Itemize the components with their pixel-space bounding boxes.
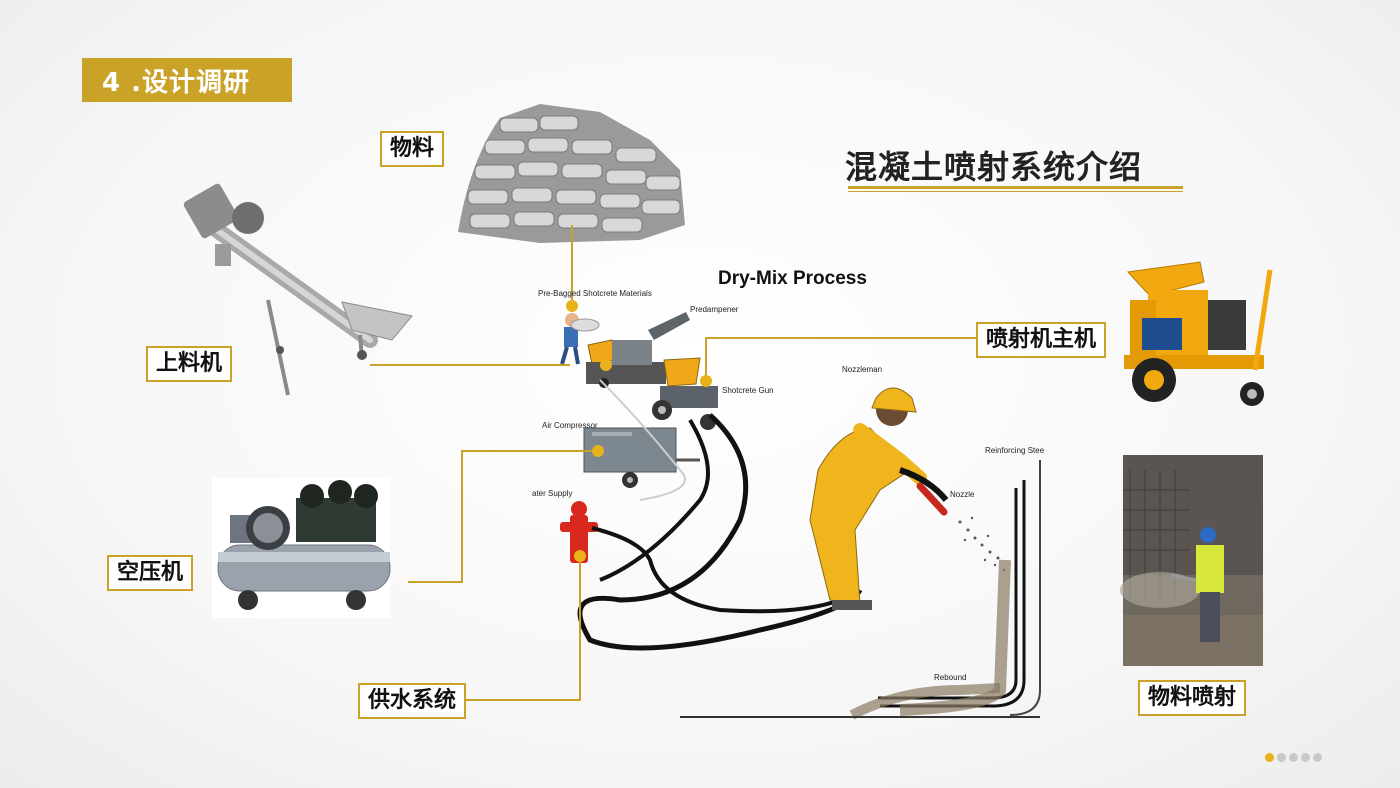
diagram-label-predampener: Predampener [690, 305, 739, 314]
spraying-photo [1120, 455, 1263, 666]
material-bags-image [458, 104, 685, 243]
label-water-supply: 供水系统 [358, 683, 467, 719]
diagram-label-nozzleman: Nozzleman [842, 365, 883, 374]
shotcrete-machine-image [1124, 261, 1273, 406]
air-compressor-image [212, 478, 391, 618]
section-tag: 4 .设计调研 [82, 58, 292, 102]
screw-feeder-image [183, 183, 413, 396]
diagram-label-reinforcing: Reinforcing Stee [985, 446, 1045, 455]
diagram-label-air-compressor: Air Compressor [542, 421, 598, 430]
diagram-label-rebound: Rebound [934, 673, 967, 682]
page-indicator [1265, 753, 1322, 762]
page-title: 混凝土喷射系统介绍 [845, 148, 1143, 186]
title-underline [848, 186, 1183, 189]
label-material-spray: 物料喷射 [1138, 680, 1247, 716]
label-materials: 物料 [380, 131, 445, 167]
connector-dots [566, 300, 712, 562]
dry-mix-process-illustration [560, 312, 1041, 720]
diagram-label-water-supply: ater Supply [532, 489, 573, 498]
title-underline-thin [848, 191, 1183, 192]
diagram-label-shotcrete-gun: Shotcrete Gun [722, 386, 774, 395]
page-dot-active[interactable] [1265, 753, 1274, 762]
page-dot[interactable] [1289, 753, 1298, 762]
diagram-label-nozzle: Nozzle [950, 490, 975, 499]
label-air-compressor: 空压机 [107, 555, 194, 591]
process-title: Dry-Mix Process [718, 268, 867, 289]
page-dot[interactable] [1313, 753, 1322, 762]
label-sprayer-main: 喷射机主机 [976, 322, 1107, 358]
diagram-label-pre-bagged: Pre-Bagged Shotcrete Materials [538, 289, 652, 298]
page-dot[interactable] [1277, 753, 1286, 762]
page-dot[interactable] [1301, 753, 1310, 762]
label-feeder: 上料机 [146, 346, 233, 382]
connector-lines [370, 225, 976, 701]
